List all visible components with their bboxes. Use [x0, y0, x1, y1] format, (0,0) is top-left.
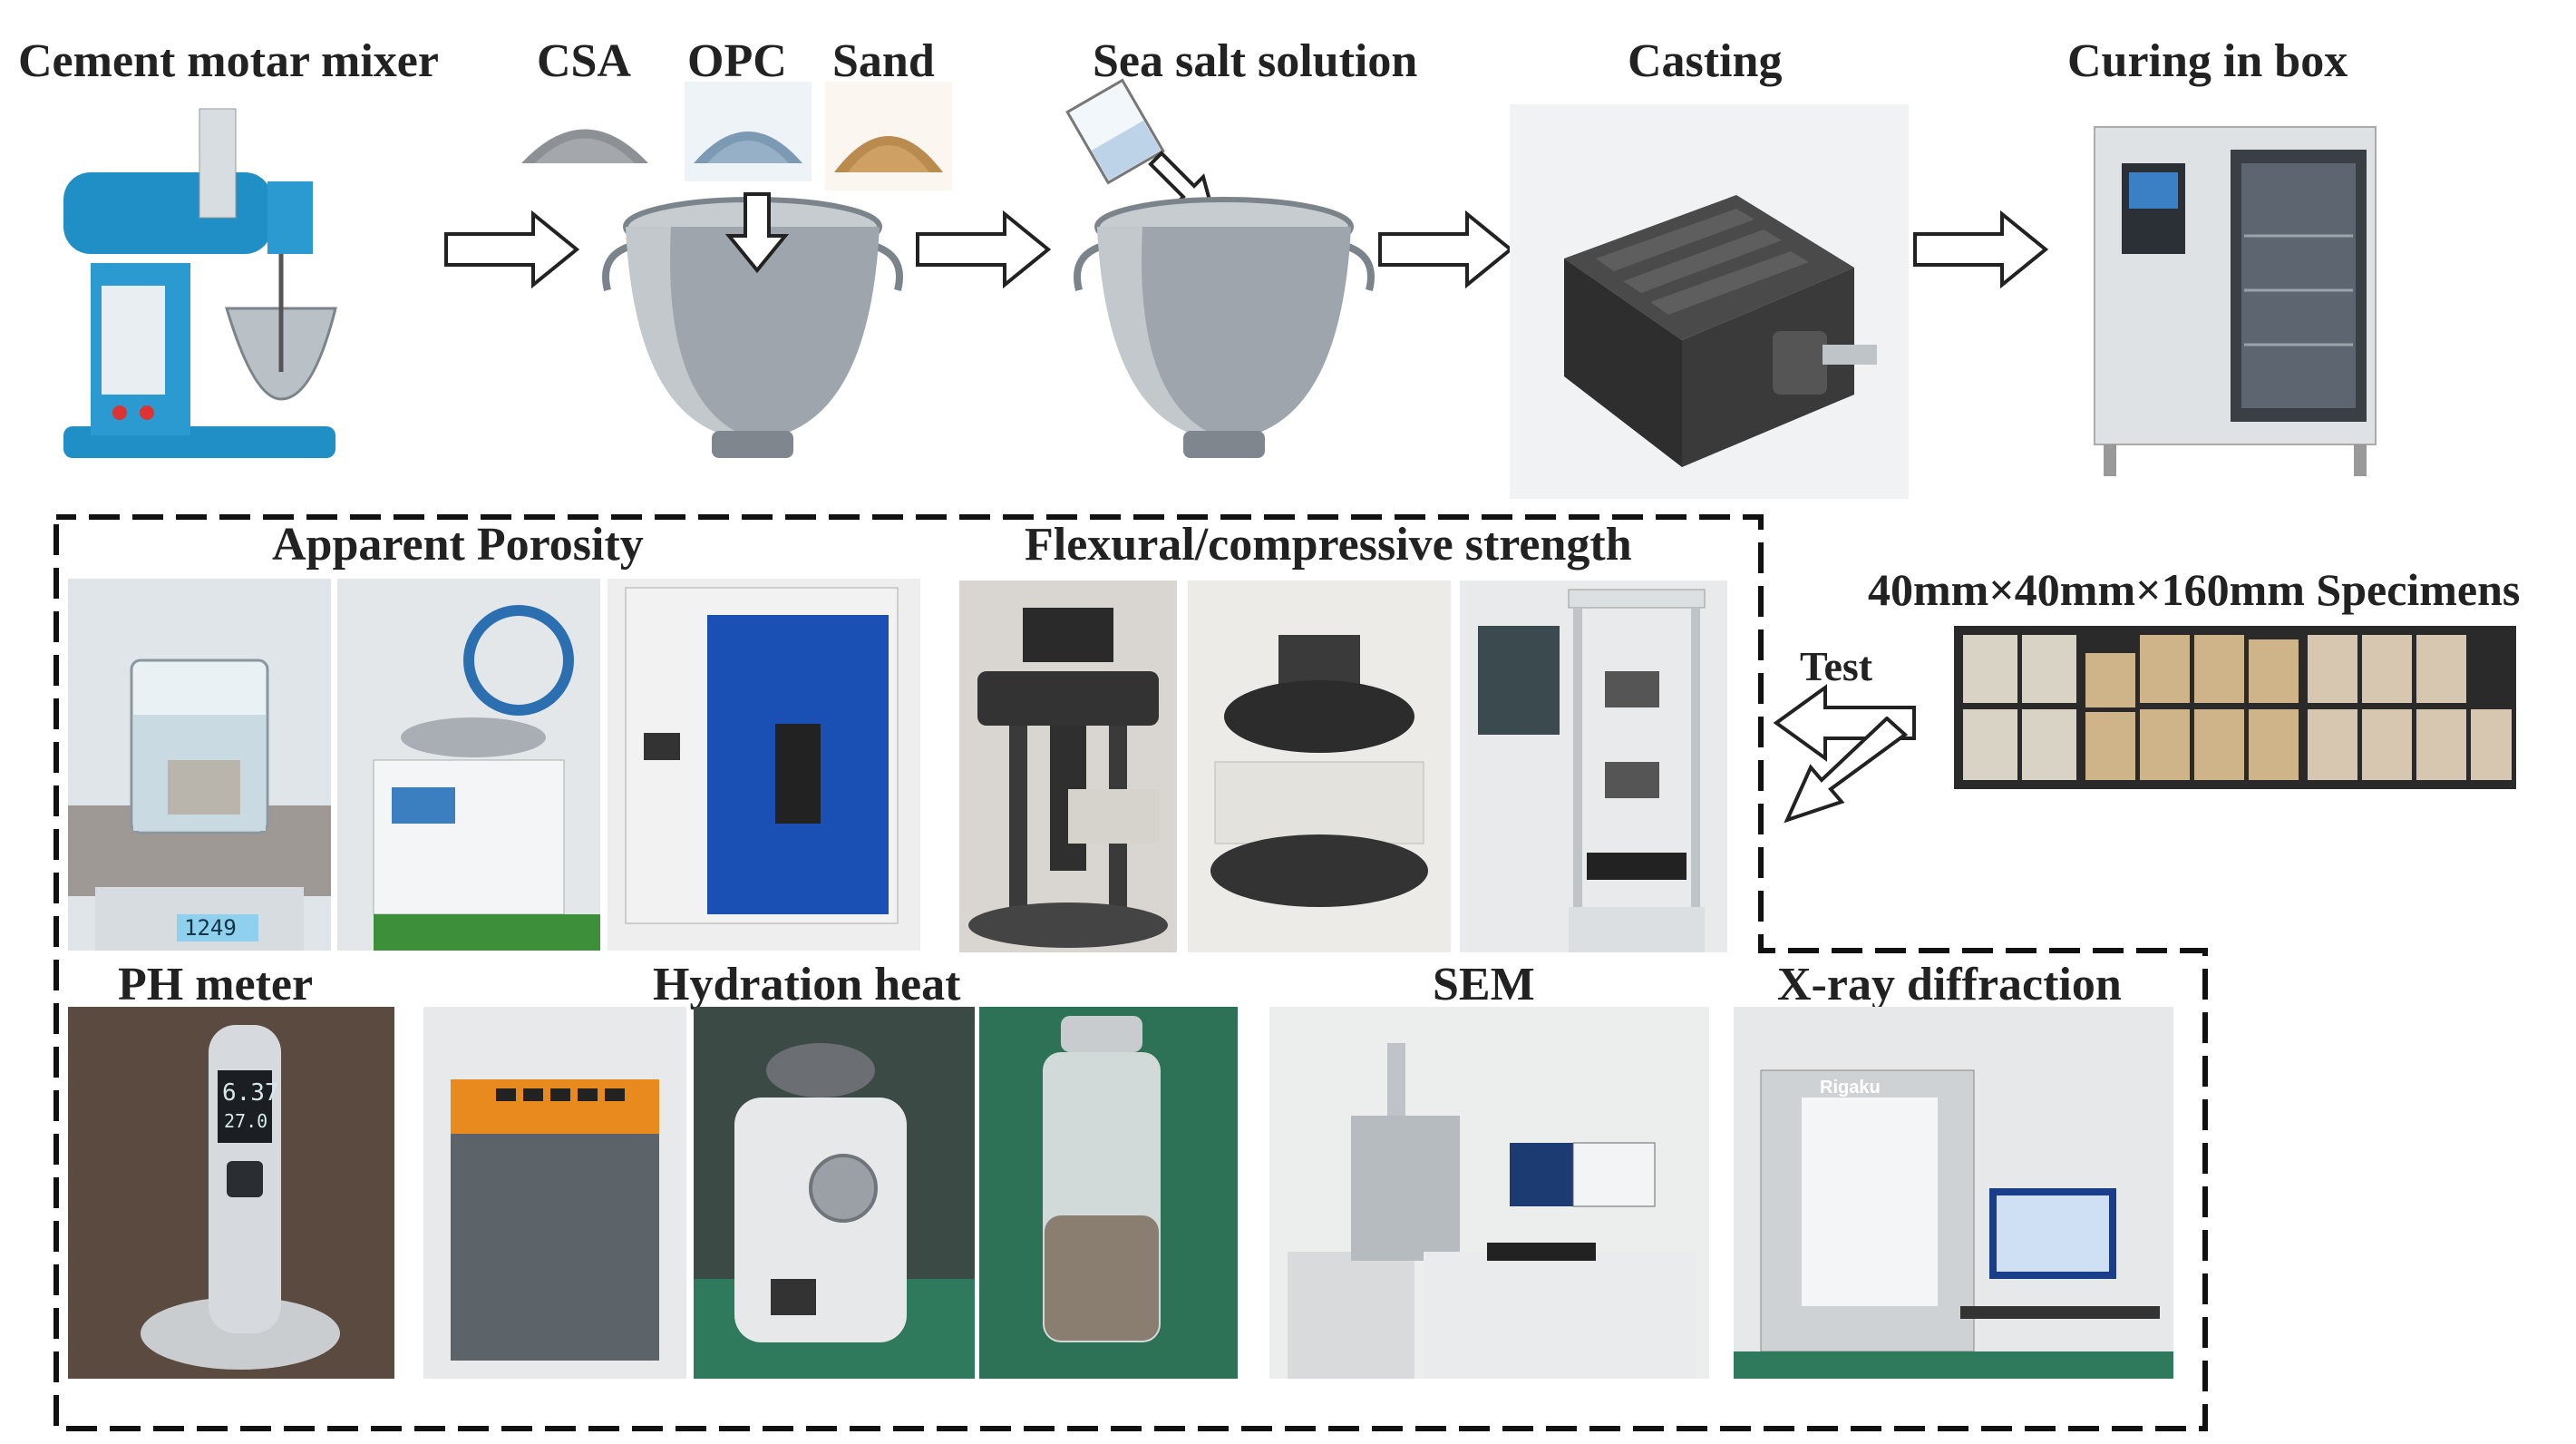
drying-oven-photo: [608, 579, 920, 951]
label-mixer: Cement motar mixer: [18, 35, 439, 87]
beaker-photo: [1052, 77, 1179, 186]
porosity-balance-photo: 1249: [68, 579, 331, 951]
sample-bottle-photo: [979, 1007, 1238, 1379]
mixer-photo: [54, 100, 363, 472]
sand-photo: [825, 82, 952, 190]
csa-powder-photo: [517, 100, 653, 172]
curing-box-photo: [2085, 109, 2385, 490]
label-apparent-porosity: Apparent Porosity: [272, 519, 644, 571]
casting-mold-photo: [1510, 104, 1909, 499]
specimens-photo: [1954, 626, 2516, 789]
balance-reading: 1249: [184, 915, 237, 941]
ph-reading-primary: 6.37: [222, 1079, 279, 1107]
calorimeter-photo: [423, 1007, 686, 1379]
vortex-mixer-photo: [694, 1007, 975, 1379]
label-sea-salt: Sea salt solution: [1093, 35, 1418, 87]
compressive-fixture-photo: [1188, 581, 1451, 952]
label-xrd: X-ray diffraction: [1777, 959, 2122, 1010]
label-csa: CSA: [537, 35, 632, 87]
label-casting: Casting: [1628, 35, 1783, 87]
opc-powder-photo: [685, 82, 812, 181]
xrd-brand: Rigaku: [1820, 1078, 1881, 1098]
label-opc: OPC: [687, 35, 787, 87]
ph-meter-photo: 6.37 27.0: [68, 1007, 394, 1379]
label-curing: Curing in box: [2067, 35, 2348, 87]
label-test: Test: [1800, 643, 1873, 689]
sem-photo: [1269, 1007, 1709, 1379]
label-sem: SEM: [1433, 959, 1535, 1010]
arrow-right-icon: [1378, 210, 1514, 288]
arrow-right-icon: [1913, 210, 2049, 288]
testing-machine-photo: [1460, 581, 1727, 952]
xrd-photo: Rigaku: [1734, 1007, 2173, 1379]
arrow-right-icon: [444, 210, 580, 288]
arrow-right-icon: [916, 210, 1052, 288]
label-ph-meter: PH meter: [118, 959, 314, 1010]
ph-reading-secondary: 27.0: [224, 1110, 268, 1132]
label-hydration-heat: Hydration heat: [653, 959, 961, 1010]
mixing-bowl-2-photo: [1070, 190, 1378, 472]
label-specimens: 40mm×40mm×160mm Specimens: [1868, 564, 2521, 615]
flexural-fixture-photo: [959, 581, 1177, 952]
arrow-down-left-icon: [1784, 717, 1909, 824]
label-flexural-strength: Flexural/compressive strength: [1025, 519, 1632, 571]
label-sand: Sand: [832, 35, 935, 87]
vacuum-pump-photo: [337, 579, 600, 951]
arrow-down-icon: [725, 192, 789, 274]
